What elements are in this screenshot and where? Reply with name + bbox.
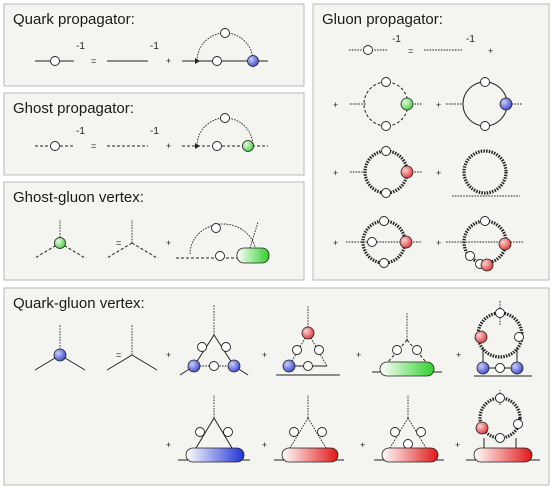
inverse-superscript: -1 xyxy=(392,34,401,45)
equals-sign: = xyxy=(116,350,121,360)
plus-sign: + xyxy=(356,350,361,360)
quark-gluon-panel xyxy=(3,287,550,486)
plus-sign: + xyxy=(333,238,338,248)
equals-sign: = xyxy=(116,238,121,248)
plus-sign: + xyxy=(488,46,493,56)
plus-sign: + xyxy=(262,350,267,360)
inverse-superscript: -1 xyxy=(150,126,159,137)
green-vertex-bar xyxy=(236,247,270,264)
gluon-panel-title: Gluon propagator: xyxy=(322,11,443,28)
ghost-panel-title: Ghost propagator: xyxy=(13,100,134,117)
quark-panel xyxy=(3,3,305,87)
red-vertex-bar xyxy=(281,447,339,463)
plus-sign: + xyxy=(166,56,171,66)
plus-sign: + xyxy=(436,238,441,248)
red-vertex-bar xyxy=(473,447,533,463)
ghost-gluon-vertex-equation: = + xyxy=(34,220,270,264)
inverse-superscript: -1 xyxy=(466,34,475,45)
gluon-propagator-equation: -1 = -1 + + + + + + xyxy=(333,34,523,272)
plus-sign: + xyxy=(166,440,171,450)
plus-sign: + xyxy=(436,100,441,110)
blue-vertex-bar xyxy=(185,447,245,463)
ghost-gluon-panel xyxy=(3,181,305,281)
ghost-gluon-panel-title: Ghost-gluon vertex: xyxy=(13,189,144,206)
inverse-superscript: -1 xyxy=(76,41,85,52)
inverse-superscript: -1 xyxy=(150,41,159,52)
red-vertex-bar xyxy=(381,447,439,463)
plus-sign: + xyxy=(262,440,267,450)
quark-gluon-panel-title: Quark-gluon vertex: xyxy=(13,295,145,312)
plus-sign: + xyxy=(166,141,171,151)
gluon-arc xyxy=(196,32,254,62)
plus-sign: + xyxy=(333,168,338,178)
ghost-gluon-blob xyxy=(242,140,254,152)
plus-sign: + xyxy=(360,440,365,450)
quark-gluon-blob xyxy=(247,55,259,67)
plus-sign: + xyxy=(455,440,460,450)
equals-sign: = xyxy=(91,141,96,151)
ghost-panel xyxy=(3,92,305,176)
gluon-panel xyxy=(312,3,550,281)
plus-sign: + xyxy=(166,238,171,248)
quark-panel-title: Quark propagator: xyxy=(13,11,135,28)
plus-sign: + xyxy=(166,350,171,360)
green-vertex-bar xyxy=(379,361,435,377)
plus-sign: + xyxy=(456,350,461,360)
plus-sign: + xyxy=(436,168,441,178)
inverse-superscript: -1 xyxy=(76,126,85,137)
ghost-propagator-equation: -1 = -1 + xyxy=(35,113,268,152)
quark-propagator-equation: -1 = -1 + xyxy=(35,28,268,67)
equals-sign: = xyxy=(408,46,413,56)
quark-gluon-vertex-equation: = + + + + xyxy=(34,300,540,463)
plus-sign: + xyxy=(333,100,338,110)
equals-sign: = xyxy=(91,56,96,66)
